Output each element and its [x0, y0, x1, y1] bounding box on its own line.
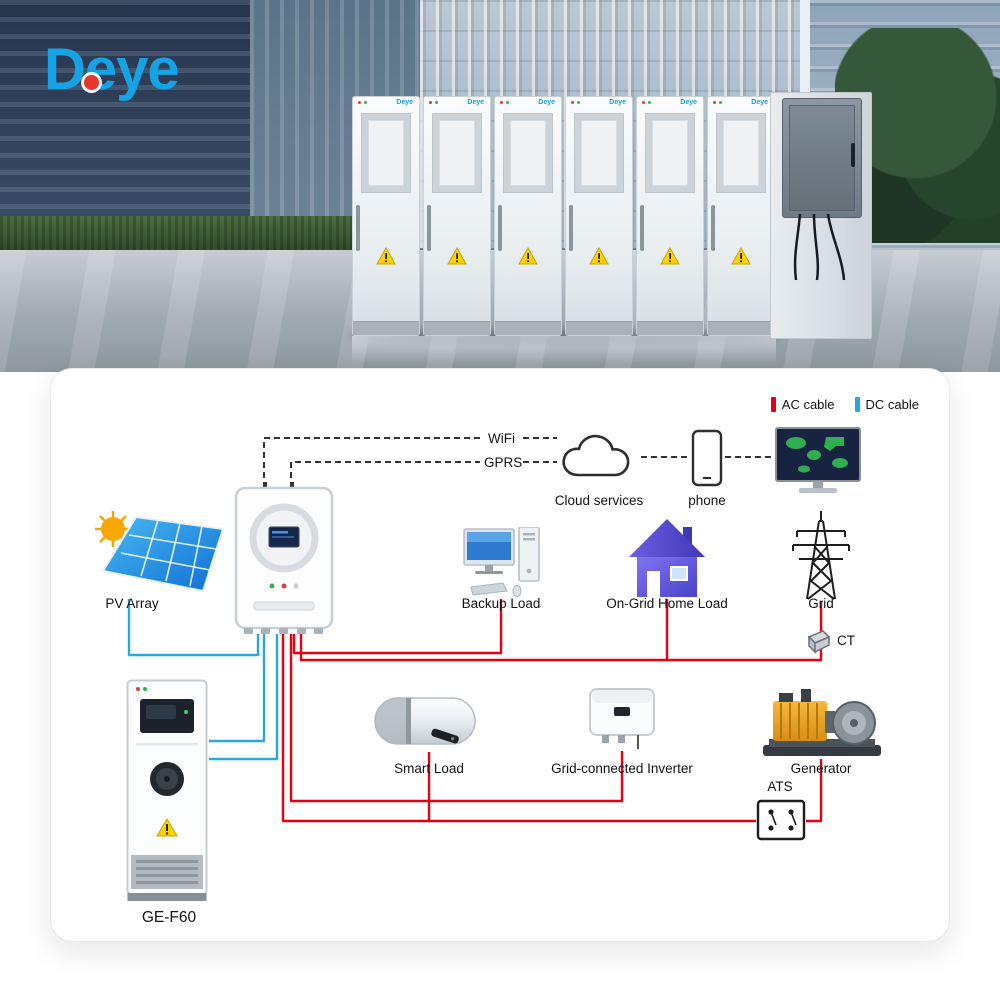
cabinet-base — [566, 321, 632, 335]
cabinet-brand-label: Deye — [467, 99, 484, 106]
battery-cabinet: Deye — [352, 96, 420, 336]
legend-item-dc: DC cable — [854, 397, 919, 412]
hero-photo: Deye Deye Deye Deye — [0, 0, 1000, 372]
cabinet-brand-label: Deye — [609, 99, 626, 106]
vent-panel — [645, 113, 695, 193]
door-handle — [498, 205, 502, 251]
warning-triangle-icon — [376, 246, 396, 270]
door-handle — [569, 205, 573, 251]
ct-label: CT — [837, 633, 855, 648]
battery-cabinet: Deye — [494, 96, 562, 336]
cabinet-brand-label: Deye — [680, 99, 697, 106]
cloud-icon — [562, 434, 630, 477]
cables-icon — [793, 214, 846, 281]
cabinet-base — [353, 321, 419, 335]
warning-triangle-icon — [731, 246, 751, 270]
cabinet-base — [708, 321, 774, 335]
door-handle — [711, 205, 715, 251]
cable-legend: AC cable DC cable — [770, 397, 919, 412]
smart-load-heater-icon — [374, 697, 476, 745]
wiring-lines — [127, 437, 823, 823]
battery-cabinet-row: Deye Deye Deye Deye — [352, 96, 775, 336]
status-led-icons — [429, 101, 438, 104]
dc-cable-label: DC cable — [865, 397, 919, 412]
home-load-house-icon — [629, 519, 705, 597]
diagram-card: AC cable DC cable WiFi GPRS Cloud servic… — [50, 368, 950, 942]
warning-triangle-icon — [589, 246, 609, 270]
cabinet-brand-label: Deye — [396, 99, 413, 106]
status-led-icons — [642, 101, 651, 104]
cloud-services-label: Cloud services — [554, 493, 644, 508]
cabinet-base — [424, 321, 490, 335]
ac-wires — [281, 599, 823, 823]
grid-connected-inverter-icon — [589, 688, 655, 749]
door-handle — [427, 205, 431, 251]
vent-panel — [503, 113, 553, 193]
status-led-icons — [358, 101, 367, 104]
logo-dot-icon — [84, 75, 99, 90]
door-handle — [640, 205, 644, 251]
ac-cable-mark-icon — [770, 397, 776, 412]
ats-box-icon — [756, 799, 806, 841]
cabinet-brand-label: Deye — [538, 99, 555, 106]
warning-triangle-icon — [447, 246, 467, 270]
generator-icon — [763, 689, 881, 756]
vent-panel — [361, 113, 411, 193]
monitor-world-map-icon — [775, 427, 861, 493]
warning-triangle-icon — [518, 246, 538, 270]
vent-panel — [574, 113, 624, 193]
ac-cable-label: AC cable — [781, 397, 835, 412]
ct-sensor-icon — [807, 630, 831, 654]
wifi-label: WiFi — [488, 431, 515, 446]
status-led-icons — [571, 101, 580, 104]
distribution-box-handle — [851, 143, 855, 167]
logo-text: Deye — [44, 37, 180, 102]
battery-cabinet: Deye — [423, 96, 491, 336]
hybrid-inverter-icon — [234, 482, 334, 634]
grid-tower-icon — [792, 511, 850, 600]
phone-label: phone — [688, 493, 726, 508]
ats-label: ATS — [767, 779, 793, 794]
cabinet-base — [495, 321, 561, 335]
smart-load-label: Smart Load — [394, 761, 464, 776]
dc-cable-mark-icon — [854, 397, 860, 412]
cabinet-brand-label: Deye — [751, 99, 768, 106]
battery-cabinet: Deye — [707, 96, 775, 336]
status-led-icons — [500, 101, 509, 104]
backup-load-computer-icon — [463, 527, 540, 597]
grid-label: Grid — [808, 596, 834, 611]
dc-wires — [127, 599, 279, 761]
vent-panel — [432, 113, 482, 193]
door-handle — [356, 205, 360, 251]
legend-item-ac: AC cable — [770, 397, 835, 412]
cabinet-reflection — [352, 336, 776, 364]
gprs-label: GPRS — [484, 455, 523, 470]
signal-wires — [263, 437, 772, 488]
deye-logo: Deye — [44, 36, 180, 103]
battery-model-label: GE-F60 — [141, 909, 197, 926]
phone-icon — [691, 429, 723, 487]
generator-label: Generator — [790, 761, 852, 776]
home-load-label: On-Grid Home Load — [606, 596, 728, 611]
warning-triangle-icon — [660, 246, 680, 270]
pv-array-icon — [95, 511, 225, 593]
battery-cabinet: Deye — [565, 96, 633, 336]
vent-panel — [716, 113, 766, 193]
backup-load-label: Backup Load — [461, 596, 541, 611]
distribution-box-door — [789, 105, 855, 211]
status-led-icons — [713, 101, 722, 104]
battery-cabinet: Deye — [636, 96, 704, 336]
grid-connected-inverter-label: Grid-connected Inverter — [551, 761, 693, 776]
battery-cabinet-icon — [126, 679, 208, 901]
distribution-box — [782, 98, 862, 218]
cabinet-base — [637, 321, 703, 335]
pv-array-label: PV Array — [105, 596, 159, 611]
